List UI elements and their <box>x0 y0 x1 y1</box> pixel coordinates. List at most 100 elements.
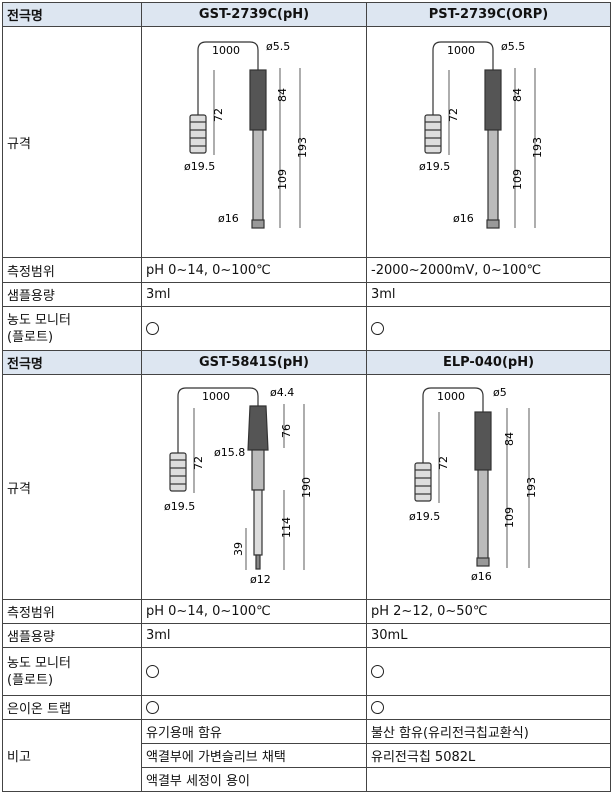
dim-h3: 114 <box>280 517 293 538</box>
range-value: pH 2~12, 0~50℃ <box>366 599 611 624</box>
product-name: ELP-040(pH) <box>366 350 611 375</box>
dim-body-d: ø16 <box>218 212 239 225</box>
remarks-value: 유기용매 함유 <box>141 719 367 744</box>
dim-body-d: ø16 <box>471 570 492 583</box>
ion-trap-label: 은이온 트랩 <box>2 695 142 720</box>
range-value: pH 0~14, 0~100℃ <box>141 257 367 283</box>
remarks-row-1: 비고 유기용매 함유 불산 함유(유리전극칩교환식) <box>2 719 611 792</box>
electrode-drawing-cell: 1000 ø5 84 193 72 109 ø19.5 ø16 <box>366 374 611 600</box>
dim-cable: 1000 <box>202 390 230 403</box>
product-name: GST-2739C(pH) <box>141 2 367 27</box>
sample-value: 30mL <box>366 623 611 648</box>
monitor-label-line1: 농도 모니터 <box>7 655 71 671</box>
dim-cable-v: 72 <box>447 108 460 122</box>
sample-row-1: 샘플용량 3ml 3ml <box>2 282 611 307</box>
circle-icon <box>146 701 159 714</box>
circle-icon <box>371 701 384 714</box>
dim-cable: 1000 <box>437 390 465 403</box>
dim-mid-d: ø15.8 <box>214 446 245 459</box>
remarks-label: 비고 <box>2 719 142 792</box>
electrode-dimension-drawing: 1000 ø4.4 76 ø15.8 190 72 114 39 ø19.5 ø… <box>164 386 313 586</box>
dim-h2: 193 <box>296 137 309 158</box>
electrode-drawing-cell: 1000 ø4.4 76 ø15.8 190 72 114 39 ø19.5 ø… <box>141 374 367 600</box>
dim-h3: 109 <box>276 169 289 190</box>
remarks-row-2: 액결부에 가변슬리브 채택 유리전극칩 5082L <box>3 743 611 768</box>
dim-h3: 109 <box>503 507 516 528</box>
monitor-value <box>366 647 611 696</box>
ion-trap-value <box>366 695 611 720</box>
spec-row-1: 규격 1000 ø5.5 84 193 <box>2 26 611 258</box>
dim-tip-d: ø5 <box>493 386 507 399</box>
dim-h2: 193 <box>525 477 538 498</box>
monitor-label-line2: (플로트) <box>7 672 54 688</box>
electrode-drawing-cell: 1000 ø5.5 84 193 72 109 ø19.5 ø16 <box>366 26 611 258</box>
dim-h1: 84 <box>511 88 524 102</box>
monitor-label-line1: 농도 모니터 <box>7 312 71 328</box>
circle-icon <box>371 322 384 335</box>
dim-cable-v: 72 <box>437 456 450 470</box>
range-label: 측정범위 <box>2 257 142 283</box>
dim-h2: 193 <box>531 137 544 158</box>
dim-tip-d: ø5.5 <box>266 40 290 53</box>
sample-value: 3ml <box>141 282 367 307</box>
electrode-dimension-drawing: 1000 ø5.5 84 193 72 109 ø19.5 ø16 <box>184 40 309 229</box>
circle-icon <box>371 665 384 678</box>
sample-label: 샘플용량 <box>2 623 142 648</box>
dim-tip-h: 39 <box>232 542 245 556</box>
monitor-row-2: 농도 모니터 (플로트) <box>2 647 611 696</box>
remarks-row-3: 액결부 세정이 용이 <box>3 767 611 792</box>
dim-body-d: ø12 <box>250 573 271 586</box>
monitor-value <box>141 647 367 696</box>
dim-cable-v: 72 <box>212 108 225 122</box>
dim-connector-d: ø19.5 <box>409 510 440 523</box>
header-row-2: 전극명 GST-5841S(pH) ELP-040(pH) <box>2 350 611 375</box>
circle-icon <box>146 322 159 335</box>
electrode-drawing-cell: 1000 ø5.5 84 193 72 109 ø19.5 ø16 <box>141 26 367 258</box>
monitor-value <box>141 306 367 351</box>
monitor-row-1: 농도 모니터 (플로트) <box>2 306 611 351</box>
dim-cable: 1000 <box>447 44 475 57</box>
range-value: -2000~2000mV, 0~100℃ <box>366 257 611 283</box>
sample-value: 3ml <box>366 282 611 307</box>
ion-trap-row: 은이온 트랩 <box>2 695 611 720</box>
dim-h1: 76 <box>280 424 293 438</box>
dim-connector-d: ø19.5 <box>419 160 450 173</box>
dim-cable: 1000 <box>212 44 240 57</box>
remarks-value: 불산 함유(유리전극칩교환식) <box>366 719 611 744</box>
header-row-1: 전극명 GST-2739C(pH) PST-2739C(ORP) <box>2 2 611 27</box>
dim-cable-v: 72 <box>192 456 205 470</box>
sample-row-2: 샘플용량 3ml 30mL <box>2 623 611 648</box>
sample-value: 3ml <box>141 623 367 648</box>
remarks-value <box>366 767 611 792</box>
spec-label: 규격 <box>2 26 142 258</box>
dim-connector-d: ø19.5 <box>164 500 195 513</box>
monitor-label: 농도 모니터 (플로트) <box>2 306 142 351</box>
product-name: GST-5841S(pH) <box>141 350 367 375</box>
electrode-dimension-drawing: 1000 ø5.5 84 193 72 109 ø19.5 ø16 <box>419 40 544 229</box>
dim-h3: 109 <box>511 169 524 190</box>
range-value: pH 0~14, 0~100℃ <box>141 599 367 624</box>
dim-tip-d: ø5.5 <box>501 40 525 53</box>
remarks-value: 액결부에 가변슬리브 채택 <box>141 743 367 768</box>
spec-row-2: 규격 1000 ø4.4 7 <box>2 374 611 600</box>
monitor-label: 농도 모니터 (플로트) <box>2 647 142 696</box>
header-label: 전극명 <box>2 2 142 27</box>
dim-h1: 84 <box>503 432 516 446</box>
dim-h2: 190 <box>300 477 313 498</box>
remarks-value: 유리전극칩 5082L <box>366 743 611 768</box>
monitor-label-line2: (플로트) <box>7 329 54 345</box>
monitor-value <box>366 306 611 351</box>
sample-label: 샘플용량 <box>2 282 142 307</box>
spec-label: 규격 <box>2 374 142 600</box>
range-label: 측정범위 <box>2 599 142 624</box>
circle-icon <box>146 665 159 678</box>
range-row-1: 측정범위 pH 0~14, 0~100℃ -2000~2000mV, 0~100… <box>2 257 611 283</box>
dim-tip-d: ø4.4 <box>270 386 294 399</box>
header-label: 전극명 <box>2 350 142 375</box>
dim-h1: 84 <box>276 88 289 102</box>
dim-connector-d: ø19.5 <box>184 160 215 173</box>
remarks-value: 액결부 세정이 용이 <box>141 767 367 792</box>
product-name: PST-2739C(ORP) <box>366 2 611 27</box>
dim-body-d: ø16 <box>453 212 474 225</box>
